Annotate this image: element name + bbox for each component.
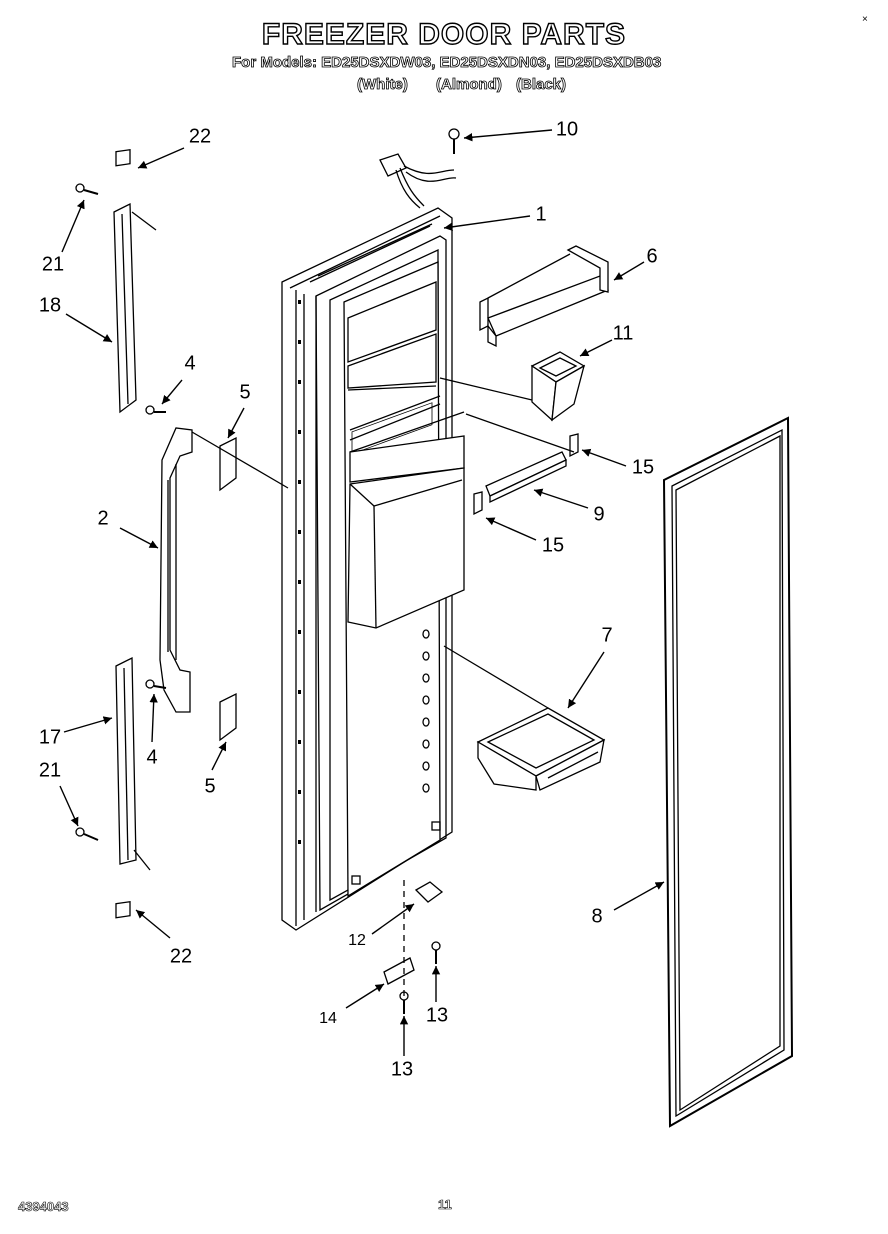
wire-harness <box>379 153 457 209</box>
door-gasket-8 <box>662 416 794 1128</box>
hinge-14 <box>383 957 415 985</box>
projection-lines <box>131 211 575 871</box>
screw-21-upper <box>75 183 99 195</box>
callout-22-lower: 22 <box>169 945 193 968</box>
callout-5-upper: 5 <box>239 381 251 404</box>
callout-6: 6 <box>646 245 658 268</box>
trim-18 <box>113 202 137 414</box>
callout-12: 12 <box>348 932 366 949</box>
door-panel <box>281 207 465 931</box>
callout-13-upper: 13 <box>425 1004 449 1027</box>
end-cap-22-upper <box>115 148 131 167</box>
callout-4-lower: 4 <box>146 746 158 769</box>
screw-4-lower <box>145 679 167 689</box>
svg-text:×: × <box>862 14 868 25</box>
callout-15-lower: 15 <box>541 534 565 557</box>
callout-21-lower: 21 <box>38 759 62 782</box>
callout-17: 17 <box>38 726 62 749</box>
bucket-7 <box>476 707 606 791</box>
clip-15-lower <box>473 491 483 516</box>
color-almond: (Almond) <box>436 76 503 94</box>
clip-15-upper <box>569 433 579 458</box>
color-black: (Black) <box>516 76 567 94</box>
screw-4-upper <box>145 405 166 415</box>
color-white: (White) <box>357 76 409 94</box>
handle-2 <box>159 427 193 713</box>
model-list: For Models: ED25DSXDW03, ED25DSXDN03, ED… <box>232 54 662 72</box>
end-cap-22-lower <box>115 900 131 919</box>
callout-11: 11 <box>612 322 634 345</box>
trim-17 <box>115 656 137 865</box>
clip-5-upper <box>219 436 237 492</box>
ice-chute-11 <box>530 351 586 422</box>
callout-8: 8 <box>591 905 603 928</box>
dispenser-bar-9 <box>485 451 567 504</box>
clip-5-lower <box>219 692 237 742</box>
callout-21-upper: 21 <box>41 253 65 276</box>
callout-4-upper: 4 <box>184 352 196 375</box>
callout-10: 10 <box>555 118 579 141</box>
callout-22-upper: 22 <box>188 125 212 148</box>
hinge-12 <box>414 881 444 903</box>
callout-arrows <box>59 129 665 1056</box>
document-number: 4394043 <box>18 1199 69 1215</box>
callout-7: 7 <box>601 624 613 647</box>
callout-13-lower: 13 <box>390 1058 414 1081</box>
page-number: 11 <box>438 1197 452 1213</box>
screw-13-upper <box>431 941 441 964</box>
door-shelf-6 <box>479 245 609 348</box>
screw-21-lower <box>75 827 99 841</box>
callout-15-upper: 15 <box>631 456 655 479</box>
callout-9: 9 <box>593 503 605 526</box>
page-title: FREEZER DOOR PARTS <box>261 17 627 51</box>
callout-1: 1 <box>535 203 547 226</box>
callout-14: 14 <box>319 1010 337 1027</box>
callout-2: 2 <box>97 507 109 530</box>
callout-18: 18 <box>38 294 62 317</box>
screw-10 <box>448 128 460 154</box>
callout-5-lower: 5 <box>204 775 216 798</box>
